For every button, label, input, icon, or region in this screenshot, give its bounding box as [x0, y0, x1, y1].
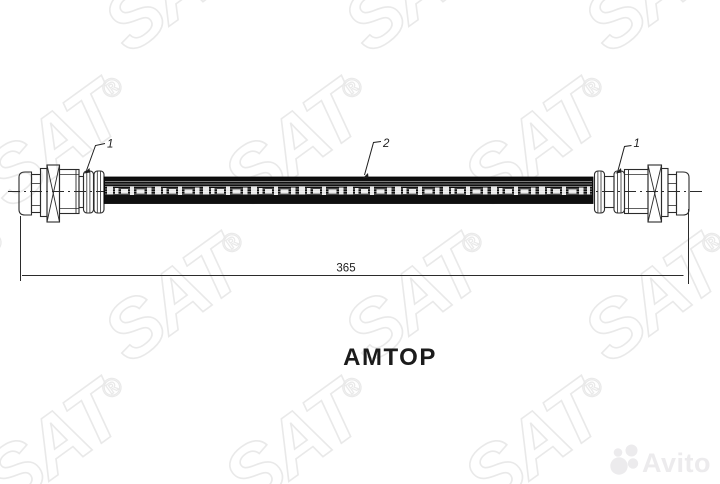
right-end-cap	[675, 171, 690, 216]
right-ring	[660, 167, 669, 218]
callout-1-right: 1	[634, 138, 640, 150]
leader-hose-arrow	[362, 173, 369, 179]
avito-watermark: Avito	[598, 438, 720, 484]
left-crimp-collar-2	[93, 170, 105, 214]
avito-logo: Avito	[610, 444, 711, 478]
leader-hose	[364, 141, 382, 176]
dimension-value: 365	[336, 263, 355, 275]
brand-text: AMTOP	[343, 344, 437, 371]
left-end-cap	[18, 171, 33, 216]
dimension-overall-length: 365	[20, 209, 689, 284]
left-crimp-collar	[82, 170, 95, 214]
leader-right-fitting	[617, 145, 632, 171]
callout-1-left: 1	[107, 139, 113, 151]
hose-markings	[107, 185, 590, 196]
right-fitting	[593, 164, 690, 223]
left-step	[78, 175, 85, 209]
left-ring	[39, 167, 48, 218]
leader-left-fitting	[86, 143, 106, 171]
callout-2-hose: 2	[382, 138, 390, 150]
avito-logo-icon	[610, 444, 639, 475]
left-cylinder-small	[30, 173, 42, 214]
callouts: 1 2 1	[84, 138, 640, 179]
right-neck	[603, 175, 615, 209]
leader-left-arrow	[84, 168, 90, 174]
right-cylinder-small	[667, 173, 678, 214]
hose-body	[103, 176, 594, 204]
leader-right-arrow	[615, 168, 622, 174]
left-fitting	[18, 164, 105, 223]
right-crimp-collar-2	[593, 170, 606, 214]
avito-wordmark: Avito	[642, 448, 711, 478]
right-crimp-collar	[613, 170, 626, 214]
